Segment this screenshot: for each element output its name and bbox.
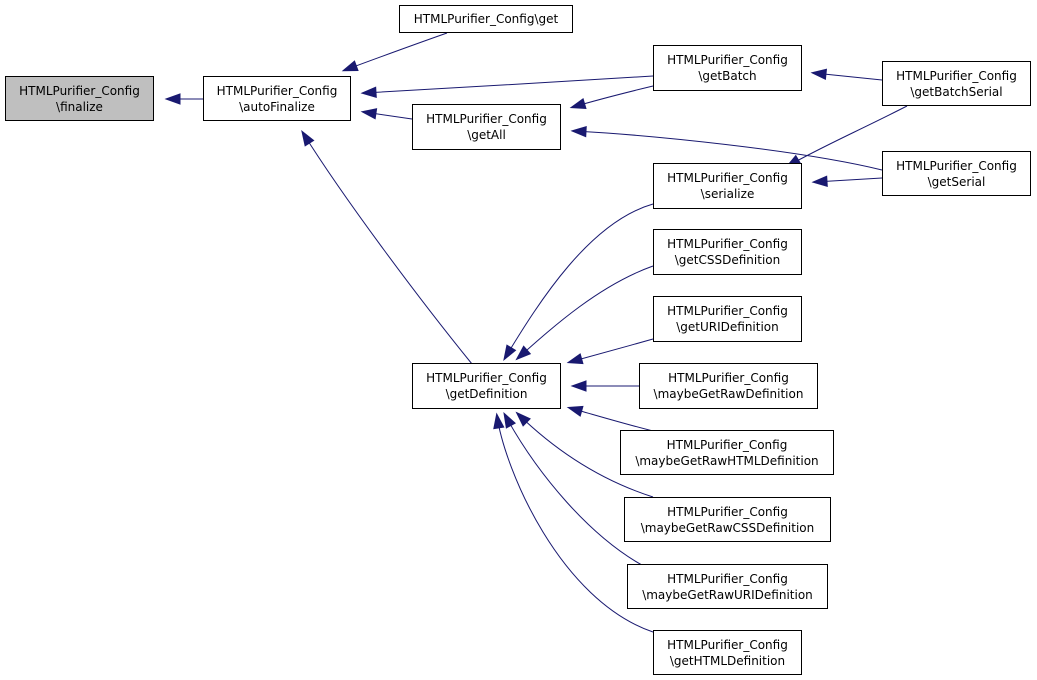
node-geturidefinition[interactable]: HTMLPurifier_Config \getURIDefinition bbox=[653, 296, 802, 342]
node-getbatchserial-line2: \getBatchSerial bbox=[910, 84, 1003, 99]
node-maybegetrawcssdefinition[interactable]: HTMLPurifier_Config \maybeGetRawCSSDefin… bbox=[624, 497, 831, 542]
node-getserial[interactable]: HTMLPurifier_Config \getSerial bbox=[882, 151, 1031, 196]
node-maybegetrawuridefinition-line2: \maybeGetRawURIDefinition bbox=[642, 587, 813, 602]
edge-maybegetrawdefinition-to-getdefinition-arrowhead bbox=[570, 380, 587, 392]
edge-getcssdefinition-to-getdefinition bbox=[517, 265, 654, 359]
node-maybegetrawdefinition[interactable]: HTMLPurifier_Config \maybeGetRawDefiniti… bbox=[639, 363, 818, 409]
node-getbatch[interactable]: HTMLPurifier_Config \getBatch bbox=[653, 45, 802, 91]
edge-getbatch-to-autofinalize-arrowhead bbox=[360, 86, 377, 98]
node-maybegetrawhtmldefinition[interactable]: HTMLPurifier_Config \maybeGetRawHTMLDefi… bbox=[620, 430, 834, 475]
edge-getbatch-to-getall-arrowhead bbox=[569, 97, 587, 109]
node-gethtmldefinition-line1: HTMLPurifier_Config bbox=[667, 637, 788, 652]
node-getbatch-line1: HTMLPurifier_Config bbox=[667, 53, 788, 67]
edge-autofinalize-to-finalize-arrowhead bbox=[164, 93, 181, 105]
node-getall[interactable]: HTMLPurifier_Config \getAll bbox=[412, 104, 561, 150]
node-maybegetrawdefinition-line1: HTMLPurifier_Config bbox=[668, 371, 789, 385]
node-maybegetrawdefinition-line2: \maybeGetRawDefinition bbox=[653, 387, 804, 401]
node-gethtmldefinition-line2: \getHTMLDefinition bbox=[669, 653, 786, 668]
edge-getbatch-to-autofinalize bbox=[363, 75, 654, 94]
edge-serialize-to-getdefinition-arrowhead bbox=[503, 344, 517, 361]
node-maybegetrawcssdefinition-line1: HTMLPurifier_Config bbox=[667, 504, 788, 519]
node-getcssdefinition-line2: \getCSSDefinition bbox=[674, 253, 781, 267]
node-finalize-line2: \finalize bbox=[56, 99, 103, 114]
node-gethtmldefinition[interactable]: HTMLPurifier_Config \getHTMLDefinition bbox=[653, 630, 802, 675]
edge-geturidefinition-to-getdefinition bbox=[569, 338, 654, 363]
edge-maybegetrawcssdefinition-to-getdefinition-arrowhead bbox=[515, 411, 531, 427]
node-getall-line2: \getAll bbox=[467, 128, 506, 142]
node-maybegetrawhtmldefinition-line1: HTMLPurifier_Config bbox=[666, 437, 788, 452]
node-getall-line1: HTMLPurifier_Config bbox=[426, 112, 547, 126]
node-autofinalize-line2: \autoFinalize bbox=[239, 99, 315, 114]
node-getcssdefinition[interactable]: HTMLPurifier_Config \getCSSDefinition bbox=[653, 229, 802, 275]
node-getserial-line2: \getSerial bbox=[927, 174, 986, 189]
edge-maybegetrawuridefinition-to-getdefinition-arrowhead bbox=[503, 411, 516, 429]
node-getdefinition-line1: HTMLPurifier_Config bbox=[426, 371, 547, 385]
edge-get-to-autofinalize bbox=[344, 32, 448, 71]
edge-geturidefinition-to-getdefinition-arrowhead bbox=[566, 353, 584, 365]
node-maybegetrawuridefinition-line1: HTMLPurifier_Config bbox=[667, 571, 788, 586]
node-maybegetrawhtmldefinition-line2: \maybeGetRawHTMLDefinition bbox=[635, 453, 819, 468]
edge-getbatchserial-to-getbatch-arrowhead bbox=[810, 68, 828, 80]
node-serialize-line2: \serialize bbox=[700, 187, 755, 201]
edge-get-to-autofinalize-arrowhead bbox=[341, 60, 359, 72]
edge-maybegetrawuridefinition-to-getdefinition bbox=[504, 414, 654, 572]
node-getcssdefinition-line1: HTMLPurifier_Config bbox=[667, 237, 788, 251]
node-geturidefinition-line1: HTMLPurifier_Config bbox=[667, 304, 788, 318]
node-finalize-line1: HTMLPurifier_Config bbox=[19, 83, 140, 98]
node-getdefinition[interactable]: HTMLPurifier_Config \getDefinition bbox=[412, 363, 561, 409]
node-maybegetrawcssdefinition-line2: \maybeGetRawCSSDefinition bbox=[640, 520, 815, 535]
edge-getserial-to-serialize-arrowhead bbox=[811, 175, 828, 187]
node-serialize[interactable]: HTMLPurifier_Config \serialize bbox=[653, 163, 802, 209]
node-finalize: HTMLPurifier_Config \finalize bbox=[5, 76, 154, 121]
node-getbatchserial-line1: HTMLPurifier_Config bbox=[896, 68, 1017, 83]
node-get[interactable]: HTMLPurifier_Config\get bbox=[399, 5, 573, 33]
edge-maybegetrawhtmldefinition-to-getdefinition-arrowhead bbox=[566, 405, 584, 417]
edge-getserial-to-getall bbox=[573, 130, 883, 171]
node-getbatchserial[interactable]: HTMLPurifier_Config \getBatchSerial bbox=[882, 61, 1031, 106]
edge-getdefinition-to-autofinalize bbox=[302, 132, 473, 365]
node-getbatch-line2: \getBatch bbox=[698, 69, 757, 83]
node-get-line1: HTMLPurifier_Config\get bbox=[413, 12, 559, 26]
edge-getall-to-autofinalize-arrowhead bbox=[360, 108, 378, 120]
node-autofinalize[interactable]: HTMLPurifier_Config \autoFinalize bbox=[203, 76, 351, 121]
edge-gethtmldefinition-to-getdefinition bbox=[496, 415, 654, 633]
node-maybegetrawuridefinition[interactable]: HTMLPurifier_Config \maybeGetRawURIDefin… bbox=[627, 564, 828, 609]
edge-gethtmldefinition-to-getdefinition-arrowhead bbox=[493, 412, 505, 430]
edge-getserial-to-getall-arrowhead bbox=[570, 125, 587, 138]
edge-getcssdefinition-to-getdefinition-arrowhead bbox=[515, 345, 532, 361]
edge-maybegetrawhtmldefinition-to-getdefinition bbox=[569, 407, 654, 432]
node-autofinalize-line1: HTMLPurifier_Config bbox=[216, 83, 338, 98]
edge-serialize-to-getdefinition bbox=[504, 203, 654, 359]
edge-getdefinition-to-autofinalize-arrowhead bbox=[301, 130, 315, 147]
node-geturidefinition-line2: \getURIDefinition bbox=[676, 320, 779, 334]
node-getdefinition-line2: \getDefinition bbox=[445, 387, 528, 401]
node-getserial-line1: HTMLPurifier_Config bbox=[896, 158, 1017, 173]
edge-maybegetrawcssdefinition-to-getdefinition bbox=[517, 413, 654, 498]
node-serialize-line1: HTMLPurifier_Config bbox=[667, 171, 788, 185]
